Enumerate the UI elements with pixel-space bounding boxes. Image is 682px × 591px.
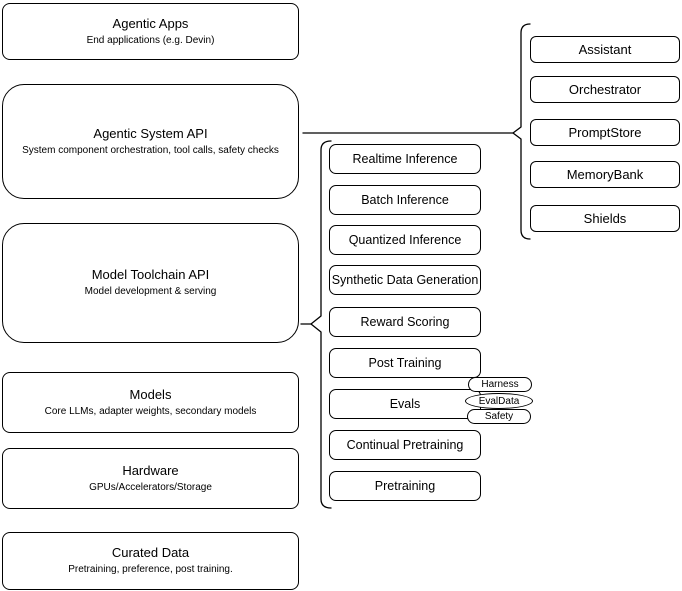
node-evals: Evals [329,389,481,419]
node-promptstore: PromptStore [530,119,680,146]
tag-evaldata: EvalData [465,393,533,409]
node-continual-pretraining: Continual Pretraining [329,430,481,460]
node-subtitle: Core LLMs, adapter weights, secondary mo… [44,405,257,417]
node-title: Agentic System API [93,125,208,141]
node-title: Agentic Apps [112,15,189,31]
node-subtitle: GPUs/Accelerators/Storage [89,481,212,493]
node-quantized-inference: Quantized Inference [329,225,481,255]
node-subtitle: Pretraining, preference, post training. [68,564,233,576]
node-subtitle: Model development & serving [84,286,217,298]
node-title: Hardware [122,462,179,478]
node-curated-data: Curated Data Pretraining, preference, po… [2,532,299,590]
node-hardware: Hardware GPUs/Accelerators/Storage [2,448,299,509]
node-assistant: Assistant [530,36,680,63]
node-synthetic-data-generation: Synthetic Data Generation [329,265,481,295]
node-pretraining: Pretraining [329,471,481,501]
system-components-bracket [512,23,531,240]
node-agentic-system-api: Agentic System API System component orch… [2,84,299,199]
node-model-toolchain-api: Model Toolchain API Model development & … [2,223,299,343]
toolchain-bracket [310,140,332,509]
node-batch-inference: Batch Inference [329,185,481,215]
node-models: Models Core LLMs, adapter weights, secon… [2,372,299,433]
tag-safety: Safety [467,409,531,424]
node-title: Model Toolchain API [91,267,210,283]
node-realtime-inference: Realtime Inference [329,144,481,174]
tag-harness: Harness [468,377,532,392]
node-subtitle: System component orchestration, tool cal… [22,144,279,156]
node-orchestrator: Orchestrator [530,76,680,103]
node-title: Curated Data [111,545,190,561]
node-shields: Shields [530,205,680,232]
node-title: Models [129,386,172,402]
node-memorybank: MemoryBank [530,161,680,188]
node-reward-scoring: Reward Scoring [329,307,481,337]
node-subtitle: End applications (e.g. Devin) [86,34,215,46]
node-agentic-apps: Agentic Apps End applications (e.g. Devi… [2,3,299,60]
node-post-training: Post Training [329,348,481,378]
